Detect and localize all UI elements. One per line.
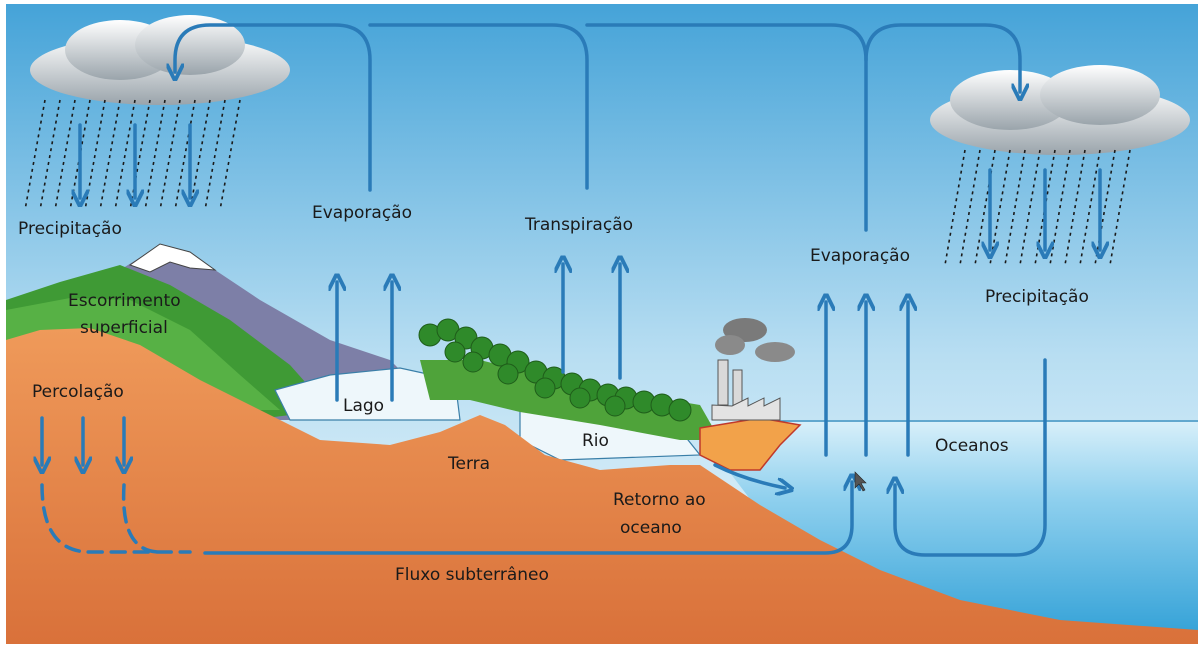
label-return-2: oceano: [620, 518, 682, 538]
label-lake: Lago: [343, 396, 384, 416]
top-circulation-arrow: [175, 23, 372, 192]
label-surface-runoff-2: superficial: [80, 318, 168, 338]
transpiration-to-top-arrow: [368, 23, 589, 190]
label-precipitation-right: Precipitação: [985, 287, 1089, 307]
label-percolation: Percolação: [32, 382, 124, 402]
label-evaporation-ocean: Evaporação: [810, 246, 910, 266]
return-to-ocean-arrow: [713, 463, 785, 488]
factory: [711, 318, 795, 421]
label-surface-runoff-1: Escorrimento: [68, 291, 181, 311]
label-transpiration: Transpiração: [524, 215, 633, 235]
cloud-right: [930, 65, 1190, 155]
label-groundwater-flow: Fluxo subterrâneo: [395, 565, 549, 585]
label-oceans: Oceanos: [935, 436, 1009, 456]
mouse-cursor-icon: [854, 471, 867, 492]
groundwater-dashed-path: [40, 483, 192, 554]
label-return-1: Retorno ao: [613, 490, 706, 510]
label-river: Rio: [582, 431, 609, 451]
rain-right: [944, 149, 1131, 266]
groundwater-dashed-path-2: [121, 483, 162, 554]
label-precipitation-left: Precipitação: [18, 219, 122, 239]
mountain-snow-cap: [128, 243, 217, 273]
trees: [418, 318, 692, 422]
label-land: Terra: [447, 454, 490, 474]
ocean-loop-arrow: [895, 358, 1047, 557]
earth-ground: [6, 328, 1198, 644]
ocean: [690, 420, 1198, 644]
top-to-right-cloud-arrow: [864, 23, 1020, 92]
cloud-left: [30, 15, 290, 105]
groundwater-flow-arrow: [203, 482, 852, 555]
label-evaporation-lake: Evaporação: [312, 203, 412, 223]
